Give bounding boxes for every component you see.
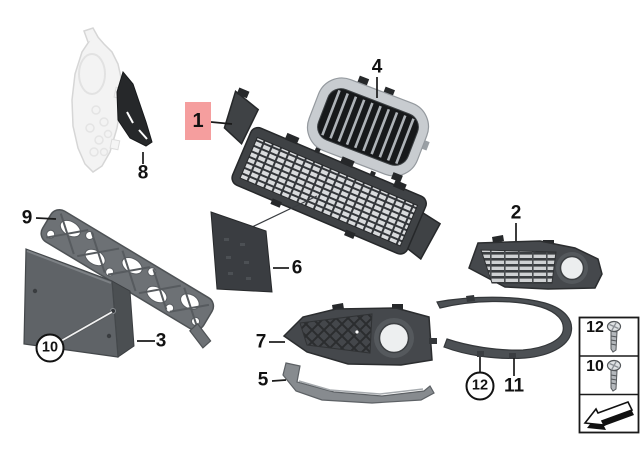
callout-5[interactable]: 5: [257, 369, 269, 391]
center-grille-part-1: [223, 87, 442, 261]
legend-box: [578, 316, 640, 434]
callout-6[interactable]: 6: [291, 257, 303, 279]
callout-8[interactable]: 8: [137, 162, 149, 184]
leader-lines: [35, 77, 517, 382]
fog-grille-part-7: [282, 303, 437, 366]
kidney-grille-part-4: [306, 75, 430, 183]
ghost-bracket-part: [71, 27, 125, 173]
trim-ring-part-11: [436, 295, 573, 359]
callout-2[interactable]: 2: [510, 202, 522, 224]
callout-4[interactable]: 4: [371, 56, 383, 78]
legend-row-12-label[interactable]: 12: [586, 319, 604, 336]
screw-icon: [606, 359, 622, 392]
fog-grille-part-2: [468, 235, 603, 290]
callout-1-highlighted[interactable]: 1: [185, 102, 211, 140]
trim-strip-part-5: [282, 362, 435, 404]
cover-flap-part-8: [116, 70, 153, 147]
screw-icon: [606, 320, 622, 353]
callout-3[interactable]: 3: [155, 330, 167, 352]
callout-9[interactable]: 9: [21, 207, 33, 229]
travel-direction-arrow-icon: [583, 401, 634, 430]
mesh-screen-part-6: [210, 195, 318, 293]
plate-base-part-3: [23, 248, 135, 358]
callout-10-circled[interactable]: 10: [35, 333, 65, 363]
lattice-support-part-9: [40, 208, 215, 349]
callout-7[interactable]: 7: [255, 331, 267, 353]
callout-11[interactable]: 11: [503, 375, 525, 397]
legend-row-10-label[interactable]: 10: [586, 358, 604, 375]
callout-12-circled[interactable]: 12: [465, 371, 495, 401]
